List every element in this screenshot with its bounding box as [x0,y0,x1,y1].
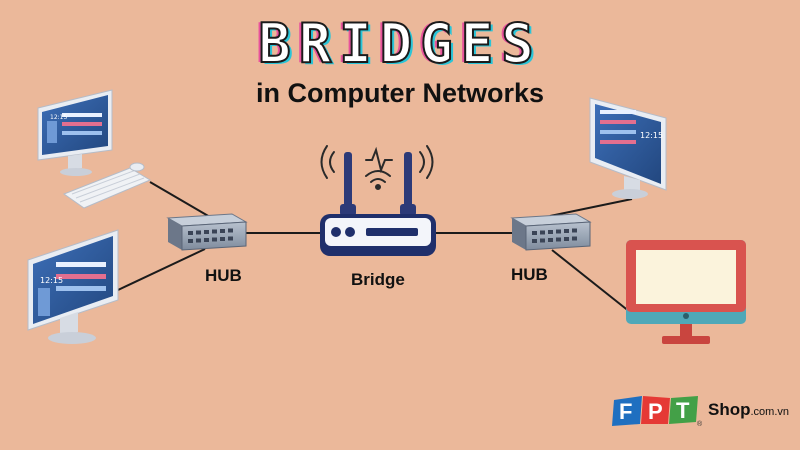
fpt-logo-icon: F P T ® [612,396,703,428]
fpt-shop-logo[interactable]: F P T ® Shop.com.vn [612,390,789,430]
desktop-computer-top-left: 12:15 [37,89,152,209]
signal-waves-icon [320,145,434,190]
logo-shop-text: Shop.com.vn [708,400,789,420]
logo-letter-f: F [619,399,632,424]
desktop-computer-top-right: 12:15 [589,97,667,199]
connection-lines [117,181,633,313]
registered-mark: ® [697,420,703,428]
logo-letter-t: T [676,398,690,423]
logo-shop-word: Shop [708,400,751,419]
bridge-label: Bridge [351,270,405,289]
hub-right-label: HUB [511,265,548,284]
link-hub-right-pc4 [551,249,631,313]
link-pc1-hub-left [149,181,211,218]
page-subtitle: in Computer Networks [255,78,545,108]
logo-domain: .com.vn [750,406,790,418]
hub-left-label: HUB [205,266,242,285]
desktop-computer-bottom-left: 12:15 [27,229,119,344]
bridge-router-device [320,145,436,256]
clock-text: 12:15 [40,276,63,285]
clock-text: 12:15 [640,131,663,140]
link-hub-right-pc3 [549,198,633,217]
clock-text: 12:15 [50,114,67,121]
logo-letter-p: P [648,399,663,424]
hub-right-device [510,213,592,251]
monitor-bottom-right [626,240,746,344]
hub-left-device [166,213,248,251]
link-pc2-hub-left [117,248,206,291]
page-title: BRIDGES [257,12,542,75]
